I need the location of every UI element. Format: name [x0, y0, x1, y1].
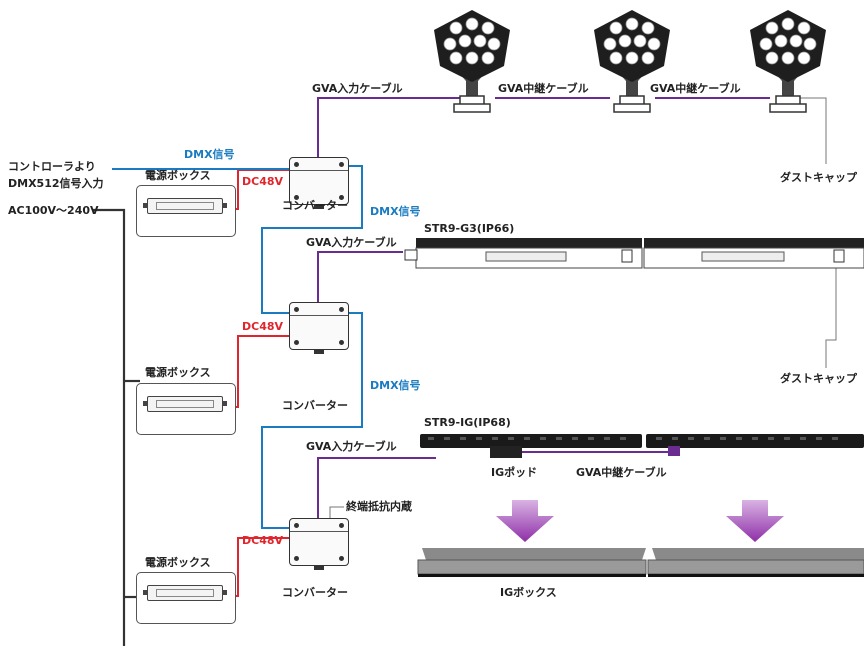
- ig-box-icon: [417, 548, 864, 577]
- linear-light-bar-icon: [404, 238, 864, 269]
- converter-box: [289, 302, 349, 354]
- power-box: [136, 185, 236, 237]
- gva-input-cable-label: GVA入力ケーブル: [306, 440, 397, 453]
- dmx-signal-label: DMX信号: [370, 205, 421, 218]
- power-box-label: 電源ボックス: [145, 556, 211, 569]
- str9-g3-label: STR9-G3(IP66): [424, 222, 515, 235]
- dc48v-label: DC48V: [242, 320, 284, 333]
- gva-relay-cable-label: GVA中継ケーブル: [576, 466, 667, 479]
- power-supply-icon: [143, 396, 227, 412]
- dmx-signal-label: DMX信号: [184, 148, 235, 161]
- ac-input-label: AC100V～240V: [8, 204, 99, 217]
- dc48v-label: DC48V: [242, 175, 284, 188]
- gva-relay-cable-label: GVA中継ケーブル: [498, 82, 589, 95]
- floodlight-icon: [434, 10, 510, 113]
- ig-box-label: IGボックス: [500, 586, 557, 599]
- converter-box: [289, 157, 349, 209]
- ig-light-bar-icon: [420, 434, 864, 458]
- dc48v-label: DC48V: [242, 534, 284, 547]
- converter-label: コンバーター: [282, 399, 348, 412]
- controller-input-label: コントローラより: [8, 160, 96, 173]
- gva-relay-cable-label: GVA中継ケーブル: [650, 82, 741, 95]
- str9-ig-label: STR9-IG(IP68): [424, 416, 511, 429]
- floodlight-icon: [594, 10, 670, 113]
- down-arrow-icon: [496, 500, 554, 542]
- power-supply-icon: [143, 585, 227, 601]
- converter-label: コンバーター: [282, 199, 348, 212]
- terminator-label: 終端抵抗内蔵: [346, 500, 412, 513]
- power-box-label: 電源ボックス: [145, 169, 211, 182]
- dust-cap-leaders: [311, 97, 837, 527]
- dust-cap-label: ダストキャップ: [780, 372, 857, 385]
- power-box: [136, 572, 236, 624]
- mains-cable: [92, 208, 140, 646]
- gva-input-cable-label: GVA入力ケーブル: [306, 236, 397, 249]
- power-box: [136, 383, 236, 435]
- dmx-cables: [112, 165, 363, 529]
- power-supply-icon: [143, 198, 227, 214]
- gva-cables: [317, 84, 770, 518]
- converter-label: コンバーター: [282, 586, 348, 599]
- dust-cap-label: ダストキャップ: [780, 171, 857, 184]
- controller-input-label-2: DMX512信号入力: [8, 177, 104, 190]
- ig-pod-label: IGポッド: [491, 466, 538, 479]
- down-arrow-icon: [726, 500, 784, 542]
- converter-box: [289, 518, 349, 570]
- floodlight-icon: [750, 10, 826, 113]
- power-box-label: 電源ボックス: [145, 366, 211, 379]
- gva-input-cable-label: GVA入力ケーブル: [312, 82, 403, 95]
- dmx-signal-label: DMX信号: [370, 379, 421, 392]
